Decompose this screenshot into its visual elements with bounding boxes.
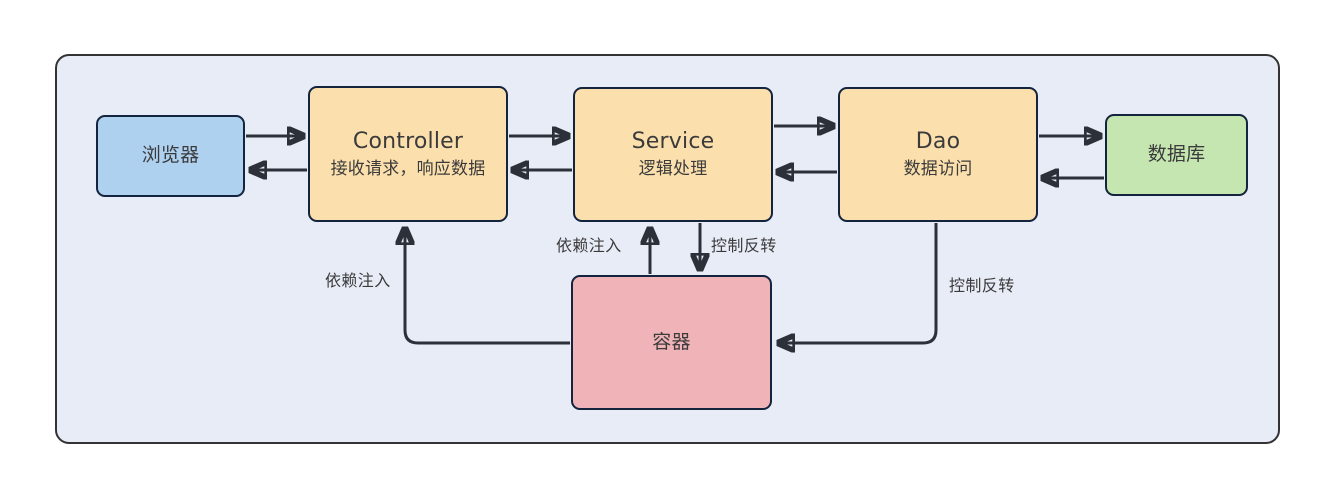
node-service-title: Service xyxy=(631,129,715,155)
node-service-subtitle: 逻辑处理 xyxy=(638,159,708,180)
node-controller[interactable]: Controller 接收请求，响应数据 xyxy=(308,86,508,222)
edge-dao-to-container-ioc xyxy=(778,223,938,343)
node-controller-title: Controller xyxy=(352,128,464,154)
node-dao-title: Dao xyxy=(915,129,961,155)
node-browser[interactable]: 浏览器 xyxy=(96,115,245,197)
node-dao-subtitle: 数据访问 xyxy=(903,159,973,180)
node-container[interactable]: 容器 xyxy=(571,275,772,410)
edge-label-inversion-of-control-service: 控制反转 xyxy=(711,236,777,255)
node-database[interactable]: 数据库 xyxy=(1105,114,1248,196)
node-dao[interactable]: Dao 数据访问 xyxy=(838,87,1038,222)
edge-label-dependency-injection-service: 依赖注入 xyxy=(556,236,622,255)
node-database-label: 数据库 xyxy=(1147,143,1206,166)
node-browser-label: 浏览器 xyxy=(141,144,200,167)
node-service[interactable]: Service 逻辑处理 xyxy=(573,87,773,222)
edge-label-dependency-injection-controller: 依赖注入 xyxy=(325,271,391,290)
edge-container-to-controller-di xyxy=(405,228,570,345)
edge-label-inversion-of-control-dao: 控制反转 xyxy=(949,276,1015,295)
node-container-label: 容器 xyxy=(652,330,691,353)
node-controller-subtitle: 接收请求，响应数据 xyxy=(330,158,486,179)
